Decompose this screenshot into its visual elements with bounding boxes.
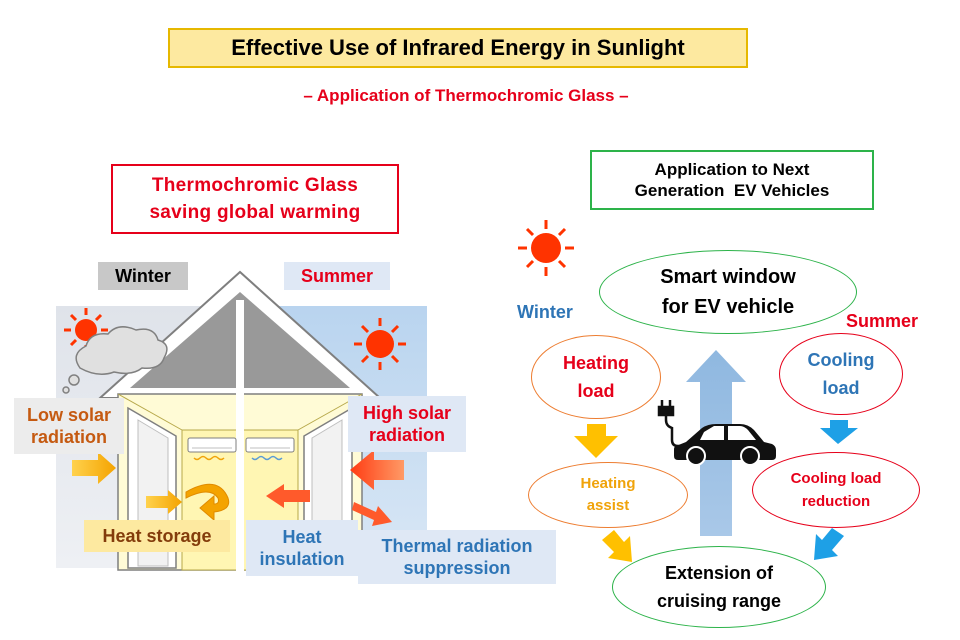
heating-assist-line2: assist xyxy=(586,497,630,514)
heating-load-node: Heating load xyxy=(531,335,661,419)
left-heading-line2: saving global warming xyxy=(149,202,361,223)
winter-label: Winter xyxy=(517,302,573,322)
ev-car-icon xyxy=(674,424,776,466)
low-solar-line2: radiation xyxy=(30,427,107,447)
thermal-line1: Thermal radiation xyxy=(381,536,533,556)
cooling-load-line2: load xyxy=(822,378,860,398)
title-box: Effective Use of Infrared Energy in Sunl… xyxy=(168,28,748,68)
heating-load-line1: Heating xyxy=(562,353,629,373)
low-solar-radiation-label: Low solar radiation xyxy=(14,398,124,454)
high-solar-line2: radiation xyxy=(368,425,445,445)
thermal-line2: suppression xyxy=(403,558,511,578)
left-panel-heading: Thermochromic Glass saving global warmin… xyxy=(111,164,399,234)
summer-arrows xyxy=(266,450,404,526)
extension-line2: cruising range xyxy=(656,591,782,611)
cloud-icon xyxy=(62,326,168,394)
heat-insulation-line2: insulation xyxy=(259,549,345,569)
heating-assist-node: Heating assist xyxy=(528,462,688,528)
cooling-load-line1: Cooling xyxy=(807,350,875,370)
winter-tag: Winter xyxy=(98,262,188,290)
smart-window-line1: Smart window xyxy=(660,266,796,288)
smart-window-line2: for EV vehicle xyxy=(661,296,795,318)
high-solar-line1: High solar xyxy=(362,403,451,423)
sun-icon xyxy=(354,318,406,370)
page-subtitle: – Application of Thermochromic Glass – xyxy=(303,86,629,105)
left-heading-line1: Thermochromic Glass xyxy=(151,175,359,196)
heating-diag-arrow xyxy=(602,530,632,562)
winter-arrows xyxy=(72,452,230,522)
sun-icon xyxy=(518,220,574,276)
smart-window-node: Smart window for EV vehicle xyxy=(599,250,857,334)
cooling-down-arrow xyxy=(820,420,858,444)
low-solar-line1: Low solar xyxy=(26,405,111,425)
right-heading-line1: Application to Next xyxy=(654,160,810,179)
heat-insulation-line1: Heat xyxy=(282,527,322,547)
summer-tag: Summer xyxy=(284,262,390,290)
cruising-range-node: Extension of cruising range xyxy=(612,546,826,628)
heating-assist-line1: Heating xyxy=(580,475,636,492)
heat-insulation-label: Heat insulation xyxy=(246,520,358,576)
plug-icon xyxy=(657,400,684,448)
heat-storage-label: Heat storage xyxy=(84,520,230,552)
right-heading-line2: Generation EV Vehicles xyxy=(634,181,830,200)
summer-label: Summer xyxy=(846,311,919,331)
cooling-load-node: Cooling load xyxy=(779,333,903,415)
cooling-reduction-line2: reduction xyxy=(801,493,871,510)
right-panel-heading: Application to Next Generation EV Vehicl… xyxy=(590,150,874,210)
high-solar-radiation-label: High solar radiation xyxy=(348,396,466,452)
thermal-radiation-suppression-label: Thermal radiation suppression xyxy=(358,530,556,584)
heating-down-arrow xyxy=(574,424,618,458)
heating-load-line2: load xyxy=(577,381,615,401)
extension-line1: Extension of xyxy=(664,563,773,583)
cooling-reduction-line1: Cooling load xyxy=(790,470,882,487)
air-conditioner-icon xyxy=(187,437,295,461)
cooling-load-reduction-node: Cooling load reduction xyxy=(752,452,920,528)
cooling-diag-arrow xyxy=(814,528,844,560)
page-title: Effective Use of Infrared Energy in Sunl… xyxy=(231,35,685,60)
